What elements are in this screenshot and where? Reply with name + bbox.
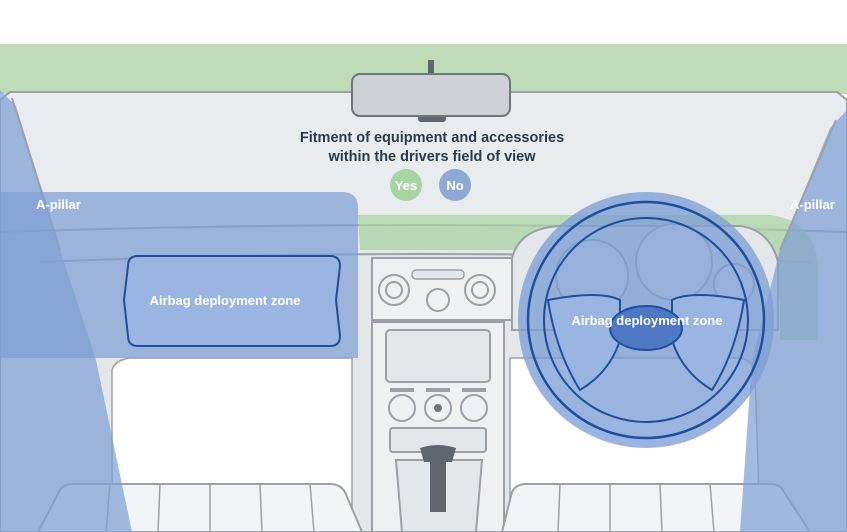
legend-no: No	[439, 169, 471, 201]
air-vent-left	[378, 274, 410, 306]
diagram-title-line1: Fitment of equipment and accessories	[300, 130, 564, 146]
a-pillar-right-edge	[779, 119, 837, 251]
diagram-title-line2: within the drivers field of view	[327, 149, 536, 165]
a-pillar-right	[740, 110, 847, 532]
legend-no-swatch	[439, 169, 471, 201]
legend-yes-label: Yes	[395, 178, 417, 193]
passenger-airbag-label: Airbag deployment zone	[150, 293, 301, 308]
button-bar	[462, 388, 486, 392]
infotainment-screen	[385, 329, 491, 383]
button-bar	[390, 388, 414, 392]
climate-dial-right	[460, 394, 488, 422]
legend-yes-swatch	[390, 169, 422, 201]
a-pillar-left-label: A-pillar	[36, 197, 81, 212]
legend-yes: Yes	[390, 169, 422, 201]
button-bar	[426, 388, 450, 392]
gear-stick	[420, 445, 456, 512]
climate-dial-left	[388, 394, 416, 422]
driver-airbag-label: Airbag deployment zone	[572, 313, 723, 328]
rear-view-mirror	[351, 60, 511, 122]
passenger-airbag-outline	[122, 255, 342, 347]
steering-wheel-airbag-zone	[518, 192, 774, 448]
air-vent-right	[464, 274, 496, 306]
a-pillar-right-label: A-pillar	[790, 197, 835, 212]
console-slot	[411, 269, 465, 280]
legend-no-label: No	[446, 178, 463, 193]
hazard-button	[426, 288, 450, 312]
climate-dial-centre	[424, 394, 452, 422]
